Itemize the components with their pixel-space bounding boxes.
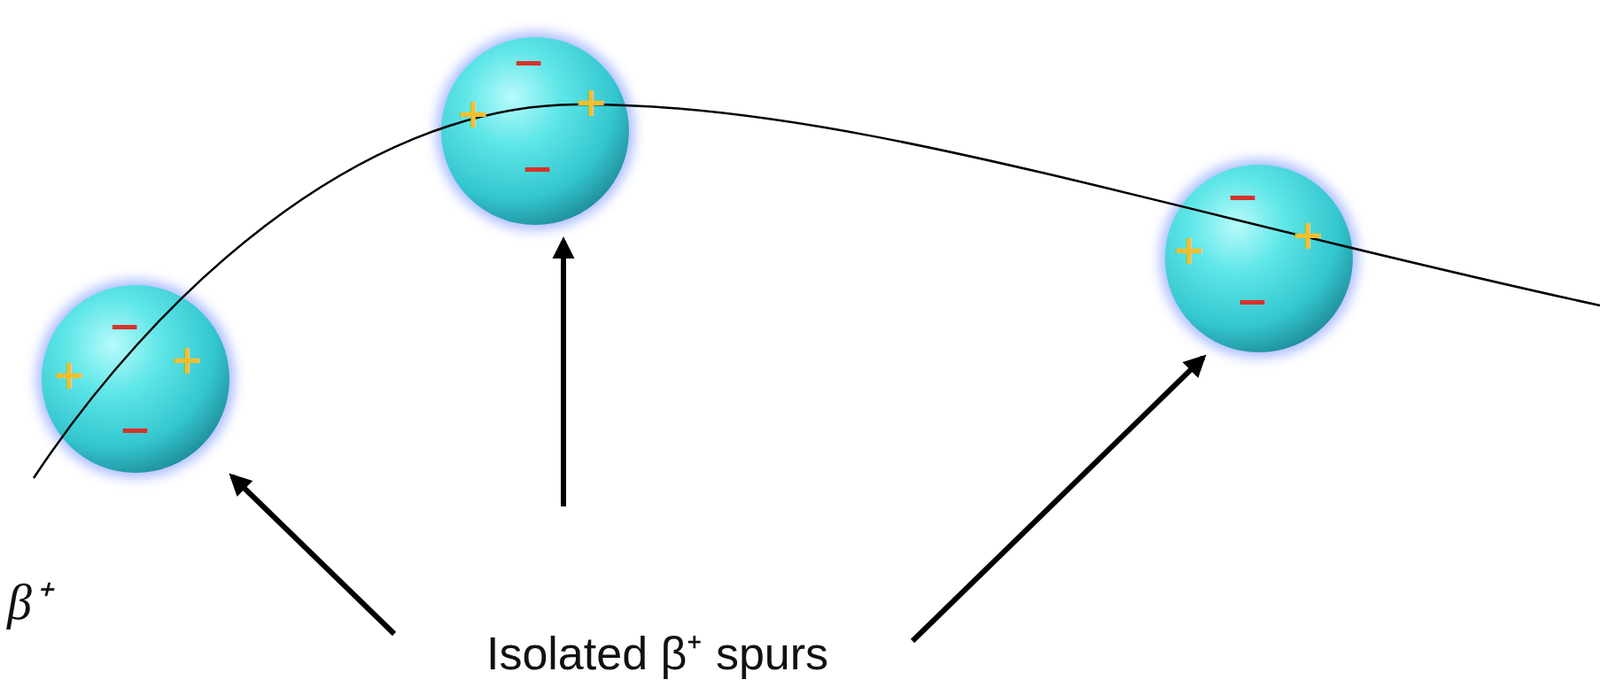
negative-charge: − [512, 42, 546, 82]
positive-charge: + [170, 339, 205, 381]
leader-arrow [560, 240, 567, 507]
positive-charge: + [52, 354, 87, 396]
negative-charge: − [108, 306, 142, 346]
spur-node: −+ +− [424, 20, 646, 242]
positive-charge: + [1290, 214, 1326, 256]
negative-charge: − [1236, 281, 1270, 321]
positive-charge: + [456, 93, 491, 134]
particle-label: β⁺ [7, 577, 49, 628]
callout-label: Isolated β⁺ spurs [486, 630, 829, 677]
spur-node: −+ +− [1148, 147, 1370, 370]
beta-track [33, 104, 1600, 479]
leader-arrow [232, 476, 395, 635]
spur-node: −+ +− [24, 268, 247, 490]
leader-arrow [912, 357, 1204, 642]
negative-charge: − [1227, 177, 1260, 217]
positive-charge: + [574, 81, 609, 123]
negative-charge: − [119, 410, 153, 450]
positive-charge: + [1172, 229, 1207, 271]
negative-charge: − [521, 148, 555, 188]
